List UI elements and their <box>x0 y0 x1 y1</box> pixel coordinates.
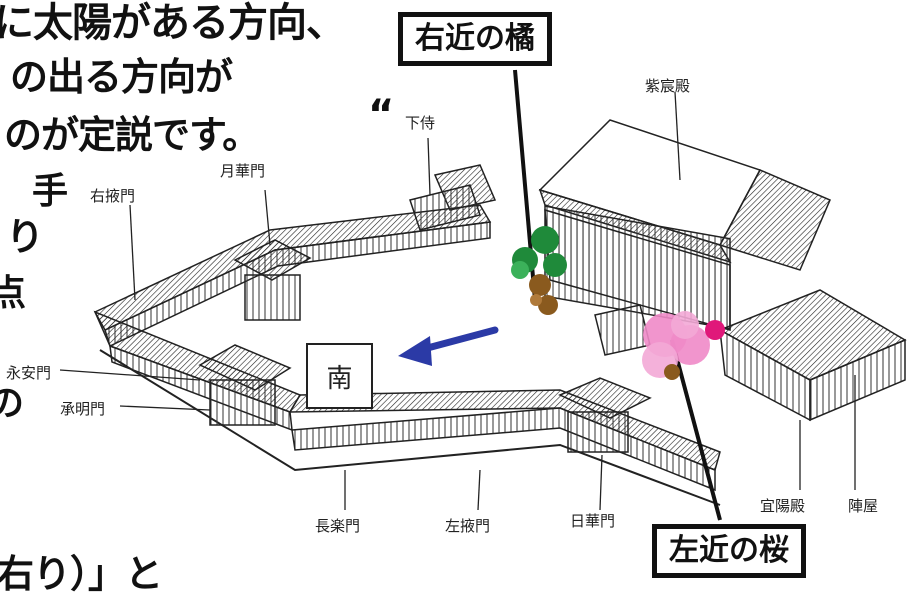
hall-giyoden <box>718 289 907 422</box>
label-giyoden: 宜陽殿 <box>760 497 806 515</box>
label-uhyomon: 右掖門 <box>90 187 136 205</box>
label-shomeimon: 承明門 <box>60 400 106 418</box>
label-nikkamon: 日華門 <box>570 512 616 530</box>
south-arrow <box>398 326 499 366</box>
tachibana-tree <box>511 226 567 315</box>
text-fragment-3: 点 <box>0 273 26 314</box>
sakon-pointer <box>670 339 722 521</box>
building-shimosamurai <box>409 184 481 231</box>
gate-gekkamon <box>233 239 312 321</box>
south-label: 南 <box>326 363 353 394</box>
south-direction-box: 南 <box>306 343 373 409</box>
gate-shomeimon <box>198 344 292 426</box>
hall-shishinden <box>538 119 831 331</box>
label-sayomon: 左掖門 <box>445 517 491 535</box>
label-gekkamon: 月華門 <box>220 162 266 180</box>
label-shishinden: 紫宸殿 <box>645 77 691 95</box>
label-eianmon: 永安門 <box>6 364 52 382</box>
text-fragment-1: 手 <box>32 171 68 212</box>
sakura-tree <box>642 311 725 380</box>
text-line-1: に太陽がある方向、 <box>0 0 346 46</box>
callout-ukon-tachibana: 右近の橘 <box>398 12 552 66</box>
text-fragment-2: り <box>6 215 44 259</box>
text-line-3: のが定説です。 <box>4 113 260 157</box>
text-quote: “ <box>368 92 394 138</box>
text-line-2: の出る方向が <box>10 55 233 99</box>
callout-sakon-sakura: 左近の桜 <box>652 524 806 578</box>
label-chorakumon: 長楽門 <box>315 517 361 535</box>
palace-drawing <box>59 69 907 521</box>
gate-nikkamon <box>558 377 652 453</box>
label-shimosamurai: 下侍 <box>405 114 436 132</box>
label-jinnoza: 陣屋 <box>848 497 879 515</box>
text-fragment-4: の <box>0 383 24 424</box>
palace-diagram: に太陽がある方向、 の出る方向が のが定説です。 “ 手 り 点 の 右り）」と <box>0 0 907 596</box>
steps <box>594 304 651 356</box>
